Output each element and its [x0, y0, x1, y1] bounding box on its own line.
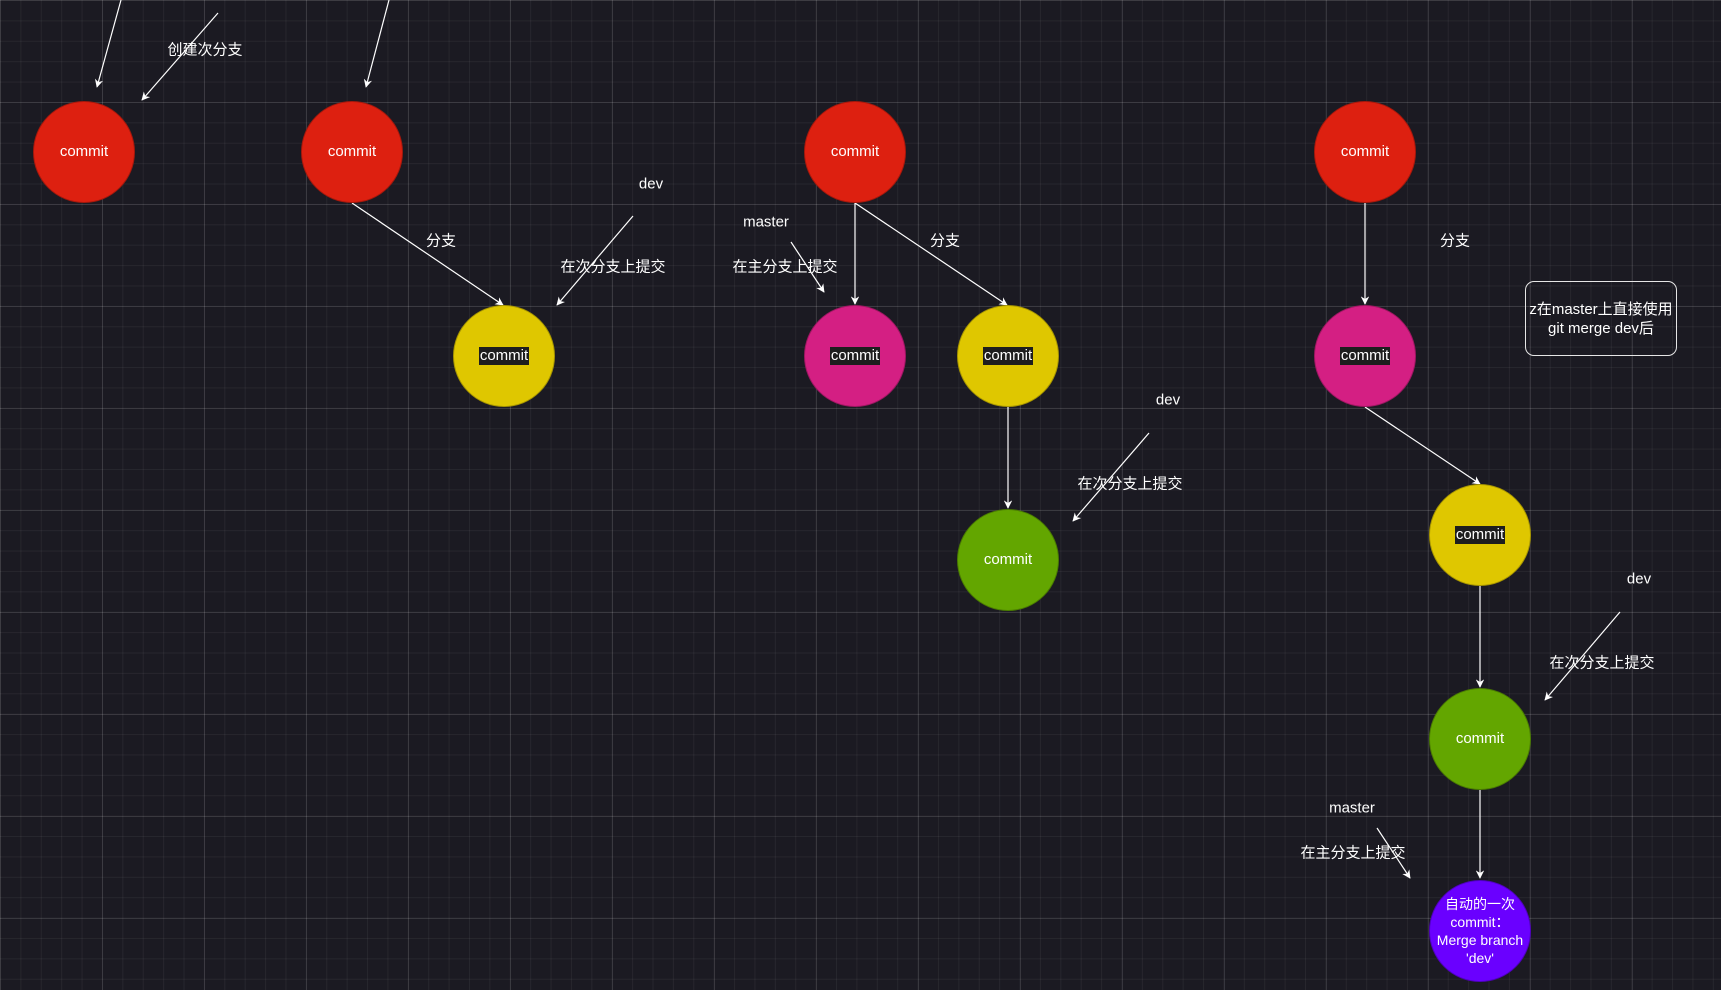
- commit-node-2[interactable]: commit: [301, 101, 403, 203]
- commit-label: commit: [983, 551, 1033, 568]
- commit-label: commit: [982, 347, 1034, 365]
- commit-node-5[interactable]: commit: [804, 305, 906, 407]
- merge-note-box[interactable]: z在master上直接使用git merge dev后: [1525, 281, 1677, 356]
- pointer-arrow-create-branch: [141, 12, 219, 101]
- dev-label-3: dev: [1626, 570, 1652, 588]
- edge-branch-1: [351, 202, 504, 306]
- commit-label: commit: [1339, 347, 1391, 365]
- master-label-1: master: [743, 213, 789, 231]
- commit-on-dev-label-3: 在次分支上提交: [1549, 654, 1655, 672]
- edge-branch-2: [854, 202, 1008, 306]
- merge-commit-node[interactable]: 自动的一次 commit： Merge branch 'dev': [1429, 880, 1531, 982]
- merge-note-text: z在master上直接使用git merge dev后: [1529, 300, 1673, 337]
- commit-label: commit: [327, 143, 377, 160]
- master-label-2: master: [1329, 799, 1375, 817]
- commit-label: commit: [829, 347, 881, 365]
- commit-node-10[interactable]: commit: [1429, 484, 1531, 586]
- branch-label-2: 分支: [929, 232, 961, 250]
- edge-branch-3: [1364, 406, 1481, 485]
- pointer-arrow-dev-2: [1072, 432, 1150, 522]
- commit-on-dev-label-1: 在次分支上提交: [560, 258, 666, 276]
- commit-label: commit: [1455, 730, 1505, 747]
- commit-label: commit: [59, 143, 109, 160]
- branch-label-3: 分支: [1439, 232, 1471, 250]
- commit-label: commit: [1454, 526, 1506, 544]
- commit-label: commit: [830, 143, 880, 160]
- commit-on-dev-label-2: 在次分支上提交: [1077, 475, 1183, 493]
- commit-node-11[interactable]: commit: [1429, 688, 1531, 790]
- merge-commit-label: 自动的一次 commit： Merge branch 'dev': [1436, 896, 1524, 966]
- commit-node-8[interactable]: commit: [1314, 101, 1416, 203]
- commit-node-9[interactable]: commit: [1314, 305, 1416, 407]
- commit-label: commit: [1340, 143, 1390, 160]
- commit-node-7[interactable]: commit: [957, 509, 1059, 611]
- branch-label-1: 分支: [425, 232, 457, 250]
- commit-node-1[interactable]: commit: [33, 101, 135, 203]
- pointer-arrow-master-1: [790, 241, 825, 293]
- commit-node-4[interactable]: commit: [804, 101, 906, 203]
- pointer-arrow-dev-3: [1544, 611, 1621, 701]
- commit-on-master-label-1: 在主分支上提交: [732, 258, 838, 276]
- commit-label: commit: [478, 347, 530, 365]
- pointer-arrow-dev-1: [556, 215, 634, 306]
- pointer-arrow-2: [363, 0, 390, 88]
- commit-on-master-label-2: 在主分支上提交: [1300, 844, 1406, 862]
- commit-node-3[interactable]: commit: [453, 305, 555, 407]
- dev-label-1: dev: [638, 175, 664, 193]
- dev-label-2: dev: [1155, 391, 1181, 409]
- create-branch-label: 创建次分支: [167, 41, 243, 59]
- commit-node-6[interactable]: commit: [957, 305, 1059, 407]
- pointer-arrow-master-2: [1376, 827, 1411, 879]
- pointer-arrow-1: [94, 0, 122, 88]
